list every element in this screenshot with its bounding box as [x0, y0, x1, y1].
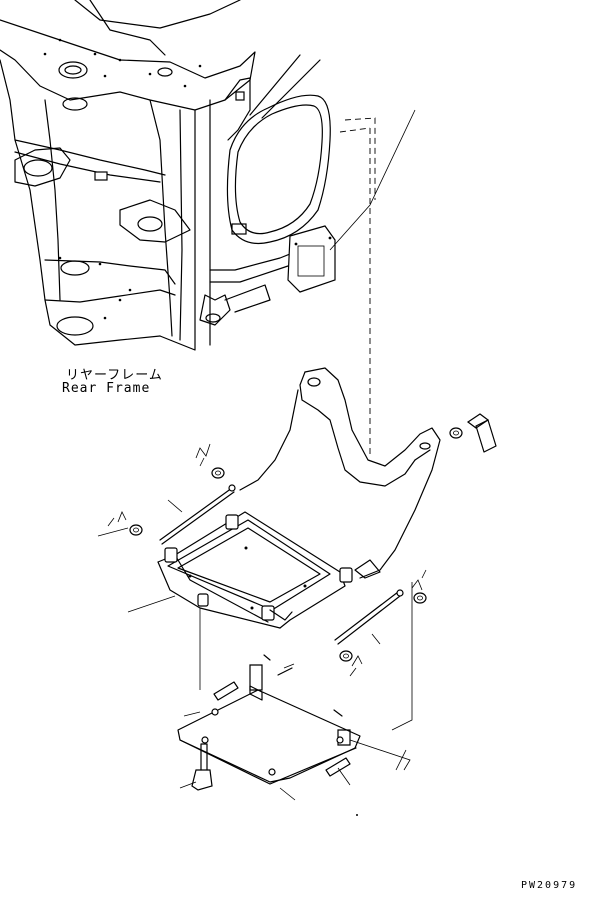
undercover-frame: [157, 511, 353, 629]
rear-frame: [0, 0, 376, 351]
washers: [129, 427, 463, 662]
bottom-cover-plate: [177, 685, 361, 785]
drawing-code: PW20979: [521, 880, 578, 891]
rear-guard-plate: [239, 367, 441, 579]
rear-frame-label-jp: リヤーフレーム: [66, 368, 163, 383]
support-rods: [159, 484, 404, 645]
reference-marks: [107, 443, 427, 677]
rear-frame-label-en: Rear Frame: [62, 381, 151, 396]
bolts: [191, 413, 497, 791]
leader-lines: [97, 499, 413, 801]
